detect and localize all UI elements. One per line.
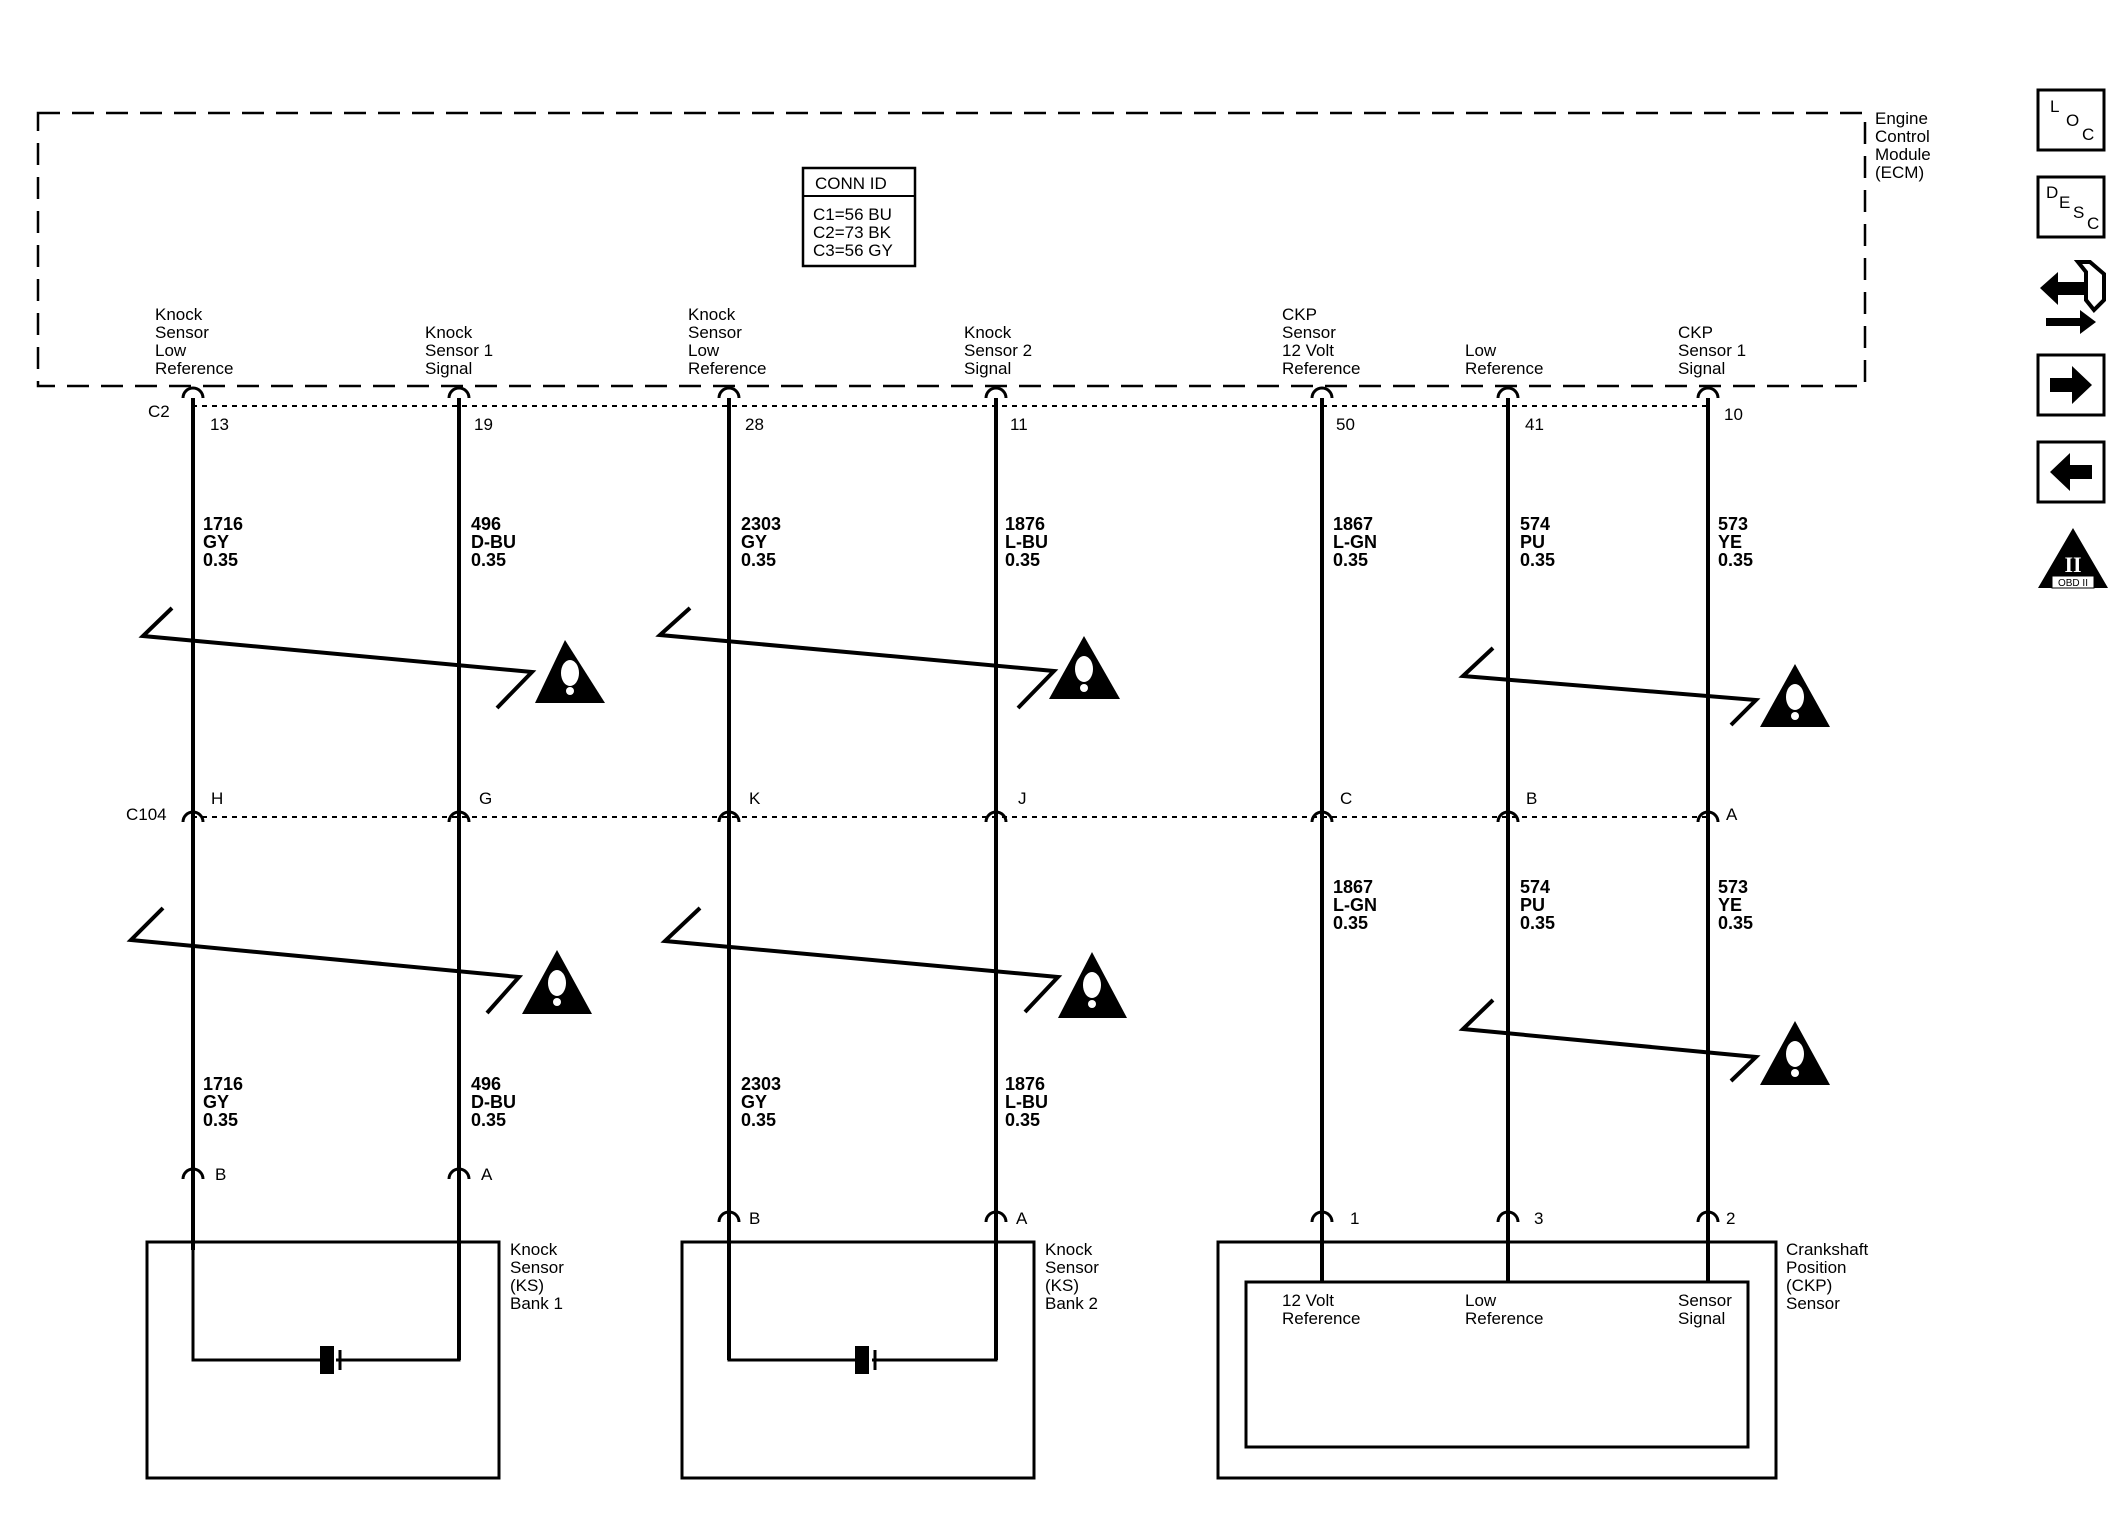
- svg-text:Knock Sensor 1 Sig: Knock Sensor 1 Signal: [425, 323, 498, 378]
- obd2-icon: II OBD II: [2038, 528, 2108, 589]
- svg-text:Knock Sensor Low: Knock Sensor Low Reference: [155, 305, 233, 378]
- svg-text:L: L: [2050, 97, 2059, 116]
- svg-text:50: 50: [1336, 415, 1355, 434]
- svg-text:A: A: [1016, 1209, 1028, 1228]
- knock-sensor-bank1: Knock Sensor (KS) Bank 1: [145, 1240, 569, 1480]
- back-arrow-icon: [2050, 453, 2092, 491]
- svg-text:S: S: [2073, 203, 2084, 222]
- ecm-name: Engine Control Module (ECM): [1875, 109, 1936, 182]
- svg-text:1: 1: [1350, 1209, 1359, 1228]
- svg-text:B: B: [1526, 789, 1537, 808]
- connector-exchange-icon: [2040, 260, 2106, 334]
- svg-text:G: G: [479, 789, 492, 808]
- next-button[interactable]: [2036, 353, 2106, 417]
- svg-text:C: C: [1340, 789, 1352, 808]
- obd2-button[interactable]: II OBD II: [2038, 528, 2108, 589]
- c104-label: C104: [126, 805, 167, 824]
- svg-text:Low Reference: Low Reference: [1465, 341, 1543, 378]
- svg-text:28: 28: [745, 415, 764, 434]
- svg-text:A: A: [1726, 805, 1738, 824]
- caution-icon: [1760, 1021, 1830, 1085]
- next-arrow-icon: [2050, 366, 2092, 404]
- svg-text:A: A: [481, 1165, 493, 1184]
- loc-icon: [2036, 88, 2106, 152]
- svg-text:Knock Sensor (KS): Knock Sensor (KS) Bank 2: [1045, 1240, 1104, 1313]
- desc-button[interactable]: D E S C: [2036, 175, 2106, 239]
- caution-icon: [1049, 636, 1120, 699]
- conn-id-box: CONN ID C1=56 BU C2=73 BK C3=56 GY: [801, 166, 917, 268]
- svg-text:B: B: [215, 1165, 226, 1184]
- ecm-enclosure: [36, 111, 1867, 388]
- knock-sensor-bank2: Knock Sensor (KS) Bank 2: [680, 1222, 1104, 1480]
- svg-text:D: D: [2046, 183, 2058, 202]
- svg-text:Knock Sensor (KS): Knock Sensor (KS) Bank 1: [510, 1240, 569, 1313]
- loc-button[interactable]: L O C: [2036, 88, 2106, 152]
- ckp-sensor: 12 Volt Reference Low Reference Sensor S…: [1216, 1222, 1873, 1480]
- svg-text:13: 13: [210, 415, 229, 434]
- svg-text:CKP Sensor 12 Volt: CKP Sensor 12 Volt Reference: [1282, 305, 1360, 378]
- conn-id-line: C3=56 GY: [813, 241, 893, 260]
- svg-text:O: O: [2066, 111, 2079, 130]
- conn-id-line: C2=73 BK: [813, 223, 892, 242]
- svg-text:12 Volt Reference: 12 Volt Reference: [1282, 1291, 1360, 1328]
- svg-text:B: B: [749, 1209, 760, 1228]
- caution-icon: [1058, 952, 1127, 1018]
- caution-icon: [522, 950, 592, 1014]
- caution-icon: [1760, 664, 1830, 727]
- svg-text:H: H: [211, 789, 223, 808]
- svg-text:C: C: [2087, 214, 2099, 233]
- svg-text:Knock Sensor 2 Sig: Knock Sensor 2 Signal: [964, 323, 1037, 378]
- twisted-pair-marks: [126, 606, 1761, 1083]
- svg-text:3: 3: [1534, 1209, 1543, 1228]
- svg-text:E: E: [2059, 193, 2070, 212]
- svg-text:41: 41: [1525, 415, 1544, 434]
- svg-text:OBD II: OBD II: [2058, 578, 2088, 589]
- ecm-connector-label: C2: [148, 402, 170, 421]
- svg-text:Knock Sensor Low: Knock Sensor Low Reference: [688, 305, 766, 378]
- svg-text:C: C: [2082, 125, 2094, 144]
- svg-text:11: 11: [1010, 415, 1028, 434]
- svg-text:II: II: [2064, 552, 2081, 577]
- svg-text:Low Reference: Low Reference: [1465, 1291, 1543, 1328]
- svg-text:CKP Sensor 1 Signa: CKP Sensor 1 Signal: [1678, 323, 1751, 378]
- back-button[interactable]: [2036, 440, 2106, 504]
- svg-text:10: 10: [1724, 405, 1743, 424]
- caution-icon: [535, 640, 605, 703]
- svg-text:K: K: [749, 789, 761, 808]
- svg-text:Crankshaft Position: Crankshaft Position (CKP) Sensor: [1786, 1240, 1873, 1313]
- connector-exchange-button[interactable]: [2040, 260, 2106, 334]
- conn-id-title: CONN ID: [815, 174, 887, 193]
- conn-id-line: C1=56 BU: [813, 205, 892, 224]
- svg-text:2: 2: [1726, 1209, 1735, 1228]
- svg-text:J: J: [1018, 789, 1027, 808]
- svg-text:Sensor Signal: Sensor Signal: [1678, 1291, 1737, 1328]
- svg-text:19: 19: [474, 415, 493, 434]
- desc-icon: [2036, 175, 2106, 239]
